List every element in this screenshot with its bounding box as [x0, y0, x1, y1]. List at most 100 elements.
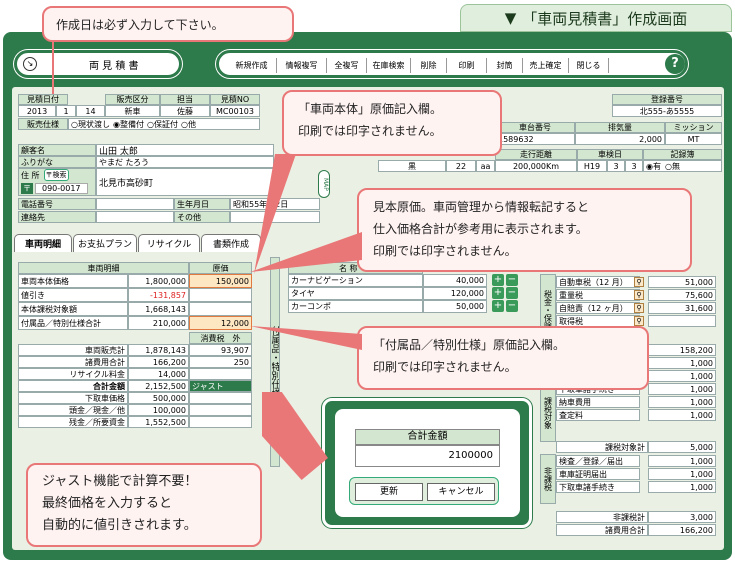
search-icon[interactable]: ⚲ — [634, 277, 644, 287]
inspect-month[interactable]: 3 — [607, 160, 625, 172]
summary-value[interactable]: 1,878,143 — [128, 344, 189, 356]
mileage-field[interactable]: 200,000Km — [495, 160, 577, 172]
reg-field[interactable]: 北555-あ5555 — [612, 105, 722, 117]
map-button[interactable]: MAP — [318, 170, 330, 198]
color-field[interactable]: 黒 — [378, 160, 446, 172]
record-yes-radio[interactable]: ◉有 — [646, 161, 661, 171]
fee-value[interactable]: 75,600 — [648, 289, 716, 301]
search-icon[interactable]: ⚲ — [634, 303, 644, 313]
minus-icon[interactable]: − — [506, 274, 518, 286]
tab-documents[interactable]: 書類作成 — [201, 234, 261, 252]
spec-radio-2[interactable]: ○保証付 — [146, 119, 178, 129]
cost-field[interactable]: 150,000 — [189, 274, 252, 288]
summary-value[interactable]: 14,000 — [128, 368, 189, 380]
summary-value[interactable]: 1,552,500 — [128, 416, 189, 428]
update-button[interactable]: 更新 — [355, 483, 423, 501]
fee-value[interactable]: 1,000 — [648, 396, 716, 408]
cancel-button[interactable]: キャンセル — [427, 483, 495, 501]
fee-value[interactable]: 1,000 — [648, 370, 716, 382]
postal-field[interactable]: 090-0017 — [35, 183, 88, 194]
toolbar-button-4[interactable]: 削除 — [411, 58, 447, 73]
detail-label: 車両本体価格 — [18, 274, 128, 288]
fee-value[interactable]: 1,000 — [648, 468, 716, 480]
help-button[interactable]: ? — [665, 54, 685, 74]
address-field[interactable]: 北見市高砂町 — [96, 168, 274, 196]
detail-value[interactable]: 1,800,000 — [128, 274, 189, 288]
record-no-radio[interactable]: ○無 — [664, 161, 680, 171]
summary-value[interactable]: 166,200 — [128, 356, 189, 368]
disp-field[interactable]: 2,000 — [575, 133, 665, 145]
spec-radio-3[interactable]: ○他 — [180, 119, 196, 129]
mission-field[interactable]: MT — [665, 133, 722, 145]
dialog-total-input[interactable]: 2100000 — [355, 445, 500, 467]
seats-field[interactable]: 22 — [446, 160, 476, 172]
fee-value[interactable]: 1,000 — [648, 383, 716, 395]
kana-field[interactable]: やまだ たろう — [96, 156, 274, 168]
spec-radio-0[interactable]: ○現状渡し — [71, 119, 110, 129]
summary-value[interactable]: 2,152,500 — [128, 380, 189, 392]
fee-label: 自動車税（12 月） — [556, 276, 640, 288]
tab-recycle[interactable]: リサイクル — [138, 234, 200, 252]
toolbar-button-8[interactable]: 閉じる — [569, 58, 609, 73]
name-field[interactable]: 山田 太郎 — [96, 144, 274, 156]
toolbar-button-6[interactable]: 封筒 — [487, 58, 523, 73]
fee-value[interactable]: 51,000 — [648, 276, 716, 288]
staff-field[interactable]: 佐藤 — [160, 105, 210, 117]
tel-field[interactable] — [96, 198, 174, 210]
toolbar-button-7[interactable]: 売上確定 — [523, 58, 569, 73]
plus-icon[interactable]: + — [492, 274, 504, 286]
minus-icon[interactable]: − — [506, 300, 518, 312]
type-field[interactable]: 新車 — [105, 105, 160, 117]
spec-radio-1[interactable]: ◉整備付 — [112, 119, 144, 129]
search-icon[interactable]: ⚲ — [634, 290, 644, 300]
toolbar-button-5[interactable]: 印刷 — [447, 58, 487, 73]
fee-value[interactable]: 1,000 — [648, 409, 716, 421]
toolbar-button-3[interactable]: 在庫検索 — [367, 58, 411, 73]
contact-label: 連絡先 — [18, 211, 96, 223]
no-label: 見積NO — [210, 94, 260, 105]
cost-field[interactable]: 12,000 — [189, 316, 252, 330]
contact-field[interactable] — [96, 211, 174, 223]
toolbar-button-2[interactable]: 全複写 — [327, 58, 367, 73]
all-total-label: 諸費用合計 — [556, 524, 648, 536]
tax-value — [189, 404, 252, 416]
no-field[interactable]: MC00103 — [210, 105, 260, 117]
tab-payment-plan[interactable]: お支払プラン — [73, 234, 137, 252]
minus-icon[interactable]: − — [506, 287, 518, 299]
fee-value[interactable]: 1,000 — [648, 455, 716, 467]
month-field[interactable]: 1 — [56, 105, 76, 117]
fee-value[interactable]: 1,000 — [648, 481, 716, 493]
header-pill: ↘ 両 見 積 書 — [14, 50, 182, 78]
accessory-name[interactable]: カーナビゲーション — [288, 274, 423, 287]
cost-header: 原価 — [189, 262, 252, 274]
detail-value[interactable]: -131,857 — [128, 288, 189, 302]
fee-value[interactable]: 31,600 — [648, 302, 716, 314]
postal-search-button[interactable]: 〒検索 — [43, 169, 69, 181]
year-field[interactable]: 2013 — [18, 105, 56, 117]
detail-value[interactable]: 210,000 — [128, 316, 189, 330]
search-icon[interactable]: ⚲ — [634, 316, 644, 326]
accessory-price[interactable]: 40,000 — [423, 274, 487, 287]
detail-value[interactable]: 1,668,143 — [128, 302, 189, 316]
tab-vehicle-detail[interactable]: 車両明細 — [14, 234, 72, 252]
toolbar-button-1[interactable]: 情報複写 — [277, 58, 327, 73]
chassis-field[interactable]: 1589632 — [495, 133, 575, 145]
plus-icon[interactable]: + — [492, 287, 504, 299]
plus-icon[interactable]: + — [492, 300, 504, 312]
inspect-era[interactable]: H19 — [577, 160, 607, 172]
fee-value[interactable]: 1,000 — [648, 357, 716, 369]
fee-value[interactable] — [648, 315, 716, 327]
inspect-day[interactable]: 3 — [625, 160, 643, 172]
day-field[interactable]: 14 — [76, 105, 105, 117]
accessory-name[interactable]: タイヤ — [288, 287, 423, 300]
just-button[interactable]: ジャスト — [189, 380, 252, 392]
accessory-price[interactable]: 50,000 — [423, 300, 487, 313]
toolbar-button-0[interactable]: 新規作成 — [227, 58, 277, 73]
summary-value[interactable]: 500,000 — [128, 392, 189, 404]
summary-value[interactable]: 100,000 — [128, 404, 189, 416]
cost-field[interactable] — [189, 288, 252, 302]
cost-field[interactable] — [189, 302, 252, 316]
accessory-name[interactable]: カーコンポ — [288, 300, 423, 313]
accessory-price[interactable]: 120,000 — [423, 287, 487, 300]
detail-label: 本体課税対象額 — [18, 302, 128, 316]
